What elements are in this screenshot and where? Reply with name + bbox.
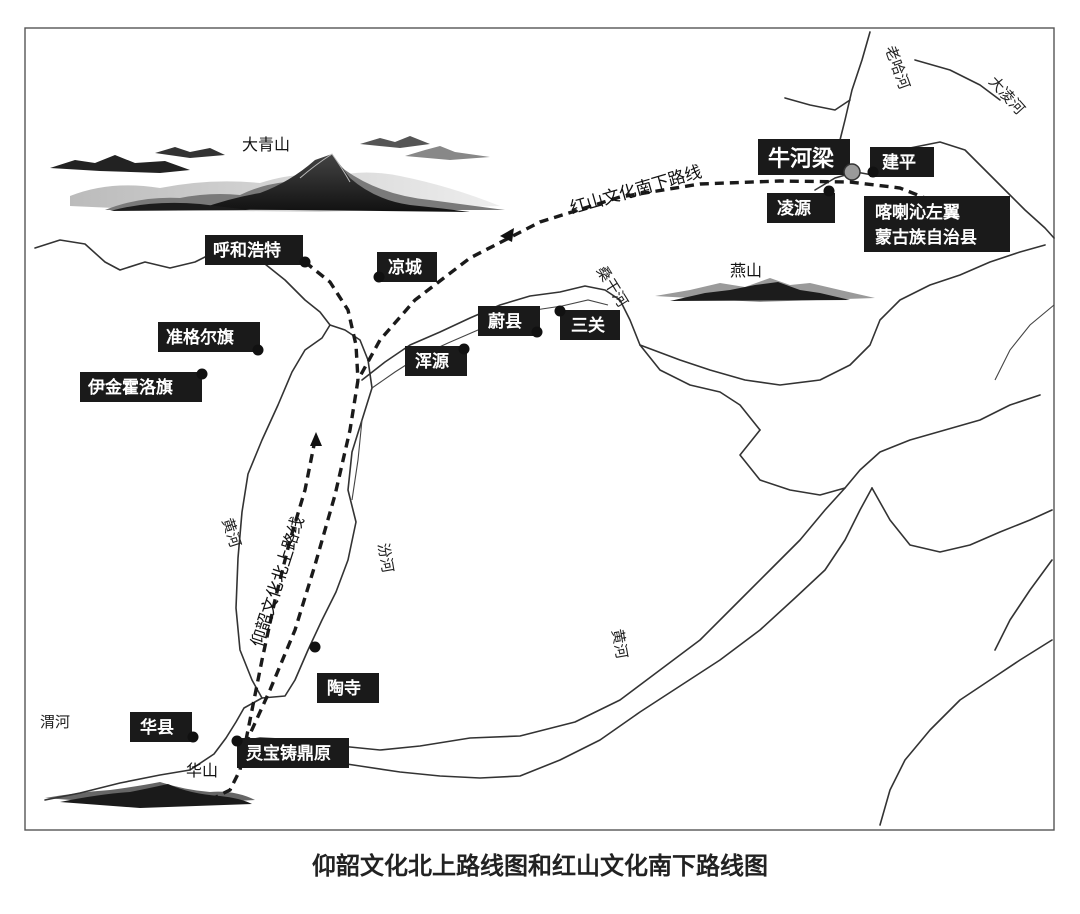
zhungeer-label: 准格尔旗 <box>166 327 234 348</box>
place-lingyuan: 凌源 <box>767 185 835 223</box>
yanshan-mountain-icon <box>655 278 875 302</box>
huaxian-label: 华县 <box>140 717 174 738</box>
fenhe-label: 汾河 <box>374 542 397 575</box>
weihe-label: 渭河 <box>40 713 70 731</box>
region-boundary-line-2 <box>739 394 1041 496</box>
liangcheng-dot-icon <box>373 271 385 283</box>
ejinhoro-label: 伊金霍洛旗 <box>87 377 173 398</box>
lingbao-dot-icon <box>231 735 243 747</box>
fen-river-line <box>351 419 363 501</box>
niuheliang-label: 牛河梁 <box>768 146 834 172</box>
lingyuan-label: 凌源 <box>777 198 811 219</box>
yellow-river-line <box>34 239 331 801</box>
place-zhungeer: 准格尔旗 <box>158 322 264 356</box>
north-boundary-line <box>784 97 851 111</box>
hohhot-dot-icon <box>299 256 311 268</box>
niuheliang-marker-icon <box>843 163 861 181</box>
east-river-line <box>994 304 1055 381</box>
region-boundary-line-4 <box>879 639 1053 826</box>
jianping-dot-icon <box>867 166 879 178</box>
daqingshan-mountain-icon <box>50 136 505 212</box>
yangshao-north-route <box>209 439 317 802</box>
huaxian-dot-icon <box>187 731 199 743</box>
region-boundary-line-5 <box>994 559 1053 651</box>
yuxian-label: 蔚县 <box>488 312 522 332</box>
huanghe-south-label: 黄河 <box>608 628 631 661</box>
harqin-label-line1: 喀喇沁左翼 <box>875 202 960 223</box>
place-jianping: 建平 <box>867 147 934 178</box>
hongshan-route-arrow-icon <box>500 228 514 242</box>
place-liangcheng: 凉城 <box>373 252 437 283</box>
place-niuheliang: 牛河梁 <box>758 139 861 181</box>
zhungeer-dot-icon <box>252 344 264 356</box>
sanggan-river-line <box>361 285 761 431</box>
jianping-label: 建平 <box>882 152 916 173</box>
place-hohhot: 呼和浩特 <box>205 235 311 268</box>
yangshao-route-arrow-icon <box>310 432 322 446</box>
yellow-river-east-bank <box>261 324 373 699</box>
liangcheng-label: 凉城 <box>388 257 422 278</box>
sanguan-dot-icon <box>554 305 566 317</box>
place-hunyuan: 浑源 <box>405 343 470 376</box>
hunyuan-label: 浑源 <box>415 351 449 372</box>
place-harqin: 喀喇沁左翼 蒙古族自治县 <box>864 196 1010 252</box>
region-boundary-line-3 <box>871 487 1053 553</box>
map-caption: 仰韶文化北上路线图和红山文化南下路线图 <box>312 852 768 880</box>
taosi-label: 陶寺 <box>327 678 361 699</box>
place-yuxian: 蔚县 <box>478 306 543 338</box>
hohhot-branch-route <box>303 260 360 381</box>
place-lingbao: 灵宝铸鼎原 <box>231 735 349 768</box>
hohhot-label: 呼和浩特 <box>213 240 281 261</box>
huashan-label: 华山 <box>186 761 218 780</box>
daling-river-branch <box>914 59 1001 101</box>
huashan-mountain-icon <box>45 782 255 808</box>
ejinhoro-dot-icon <box>196 368 208 380</box>
place-sanguan: 三关 <box>554 305 620 340</box>
yanshan-label: 燕山 <box>730 261 762 280</box>
sanguan-label: 三关 <box>571 315 605 336</box>
lingyuan-dot-icon <box>823 185 835 197</box>
place-huaxian: 华县 <box>130 712 199 743</box>
harqin-label-line2: 蒙古族自治县 <box>875 227 977 248</box>
place-taosi: 陶寺 <box>309 641 379 703</box>
lower-yellow-river-south-bank <box>239 487 873 779</box>
region-boundary-line <box>639 244 1046 386</box>
hongshan-south-route <box>243 179 931 746</box>
daling-river-line <box>884 141 1055 239</box>
taosi-dot-icon <box>309 641 321 653</box>
daqingshan-label: 大青山 <box>242 135 290 154</box>
lingbao-label: 灵宝铸鼎原 <box>246 743 331 764</box>
yuxian-dot-icon <box>531 326 543 338</box>
place-ejinhoro: 伊金霍洛旗 <box>80 368 208 402</box>
hunyuan-dot-icon <box>458 343 470 355</box>
